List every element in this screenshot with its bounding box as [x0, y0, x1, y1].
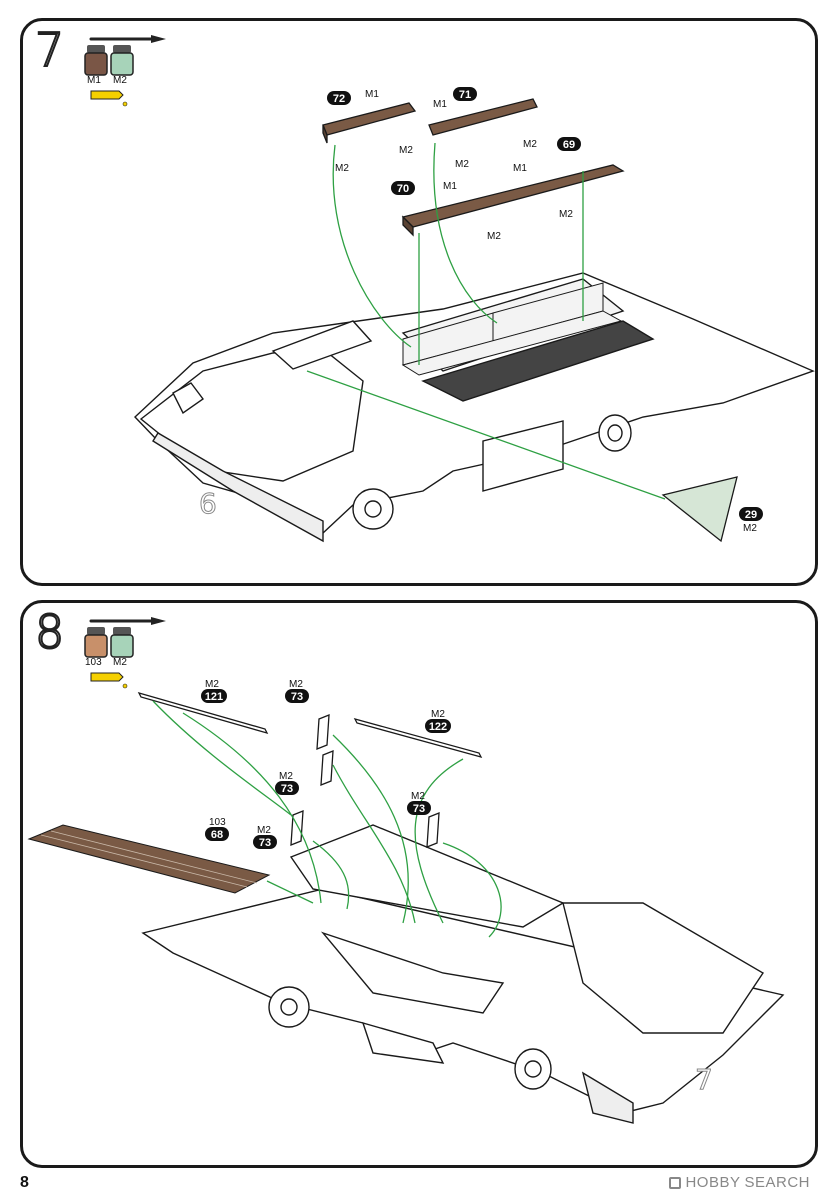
svg-text:M2: M2: [335, 163, 349, 174]
paint-code: M1: [87, 75, 101, 86]
watermark-logo-icon: [669, 1176, 682, 1189]
hull-assembly: [141, 824, 785, 1124]
part-tag: M2 73: [285, 679, 309, 703]
step-7-panel: 7 M1 M2: [20, 18, 818, 586]
part-tag: M2 122: [425, 709, 451, 733]
part-tag: 103 68: [205, 817, 229, 841]
ghost-step-ref: 7: [695, 1063, 713, 1096]
svg-text:122: 122: [429, 721, 447, 733]
part-tag: M2 73: [253, 825, 277, 849]
svg-text:M2: M2: [205, 679, 219, 690]
svg-text:M2: M2: [257, 825, 271, 836]
svg-text:M1: M1: [365, 89, 379, 100]
step-number: 7: [34, 23, 65, 77]
svg-text:M1: M1: [443, 181, 457, 192]
svg-text:M2: M2: [289, 679, 303, 690]
part-tag: 72 M1 M2 M2: [327, 89, 413, 174]
watermark: HOBBY SEARCH: [669, 1174, 810, 1191]
svg-text:72: 72: [333, 93, 345, 105]
part-tag: M2 121: [201, 679, 227, 703]
paint-code: 103: [85, 657, 102, 668]
part-tag: 70 M1 M2: [391, 181, 501, 242]
paint-jar-icon: [84, 52, 108, 76]
svg-text:M2: M2: [487, 231, 501, 242]
svg-text:69: 69: [563, 139, 575, 151]
svg-text:71: 71: [459, 89, 471, 101]
paint-legend: M1 M2: [71, 31, 181, 111]
svg-text:29: 29: [745, 509, 757, 521]
part-73-bracket: [290, 714, 440, 848]
svg-text:M2: M2: [455, 159, 469, 170]
paint-legend: 103 M2: [71, 613, 181, 693]
svg-text:M2: M2: [431, 709, 445, 720]
svg-text:M1: M1: [433, 99, 447, 110]
svg-text:M2: M2: [523, 139, 537, 150]
svg-text:103: 103: [209, 817, 226, 828]
part-68: [27, 824, 271, 894]
paint-jar-icon: [84, 634, 108, 658]
svg-text:M2: M2: [411, 791, 425, 802]
paint-code: M2: [113, 657, 127, 668]
step-8-panel: 8 103 M2: [20, 600, 818, 1168]
ghost-step-ref: 6: [199, 487, 217, 520]
part-tag: 71 M1 M2 M2: [433, 87, 537, 170]
svg-text:M2: M2: [559, 209, 573, 220]
seat-ghost: [401, 282, 623, 376]
paint-brush-icon: [84, 35, 166, 107]
glue-tube-icon: [90, 90, 128, 107]
svg-text:73: 73: [281, 783, 293, 795]
paint-brush-icon: [84, 617, 166, 689]
part-69-70: [401, 164, 625, 237]
step-number: 8: [34, 605, 65, 659]
paint-jar-icon: [110, 634, 134, 658]
assembly-arrow: [152, 700, 502, 938]
svg-text:M2: M2: [743, 523, 757, 534]
part-tag: M2 73: [407, 791, 431, 815]
part-tag: 29 M2: [739, 507, 763, 534]
assembly-arrow: [306, 142, 666, 500]
wheel: [352, 488, 394, 530]
svg-text:73: 73: [413, 803, 425, 815]
svg-text:M1: M1: [513, 163, 527, 174]
svg-text:M2: M2: [279, 771, 293, 782]
svg-text:121: 121: [205, 691, 223, 703]
paint-jar-icon: [110, 52, 134, 76]
part-tag: 69 M1 M2: [513, 137, 581, 220]
step-7-diagram: 72 M1 M2 M2 71 M1 M2 M2 69 M1 M2 70 M1 M…: [134, 87, 815, 543]
watermark-suffix: SEARCH: [744, 1174, 810, 1191]
part-29: [661, 476, 738, 543]
watermark-brand: HOBBY: [685, 1174, 741, 1191]
part-71: [428, 98, 538, 136]
part-72: [322, 102, 417, 144]
svg-text:M2: M2: [399, 145, 413, 156]
step-8-diagram: M2 121 M2 73 M2 122 M2 73 M2 73 M2 73: [27, 679, 785, 1124]
glue-tube-icon: [90, 672, 128, 689]
paint-code: M2: [113, 75, 127, 86]
part-122: [353, 717, 483, 759]
svg-text:70: 70: [397, 183, 409, 195]
part-121: [137, 691, 269, 735]
page-number: 8: [20, 1174, 29, 1191]
svg-text:73: 73: [291, 691, 303, 703]
svg-text:73: 73: [259, 837, 271, 849]
wheel: [514, 1048, 552, 1090]
wheel: [598, 414, 632, 452]
svg-text:68: 68: [211, 829, 223, 841]
part-tag: M2 73: [275, 771, 299, 795]
wheel: [268, 986, 310, 1028]
